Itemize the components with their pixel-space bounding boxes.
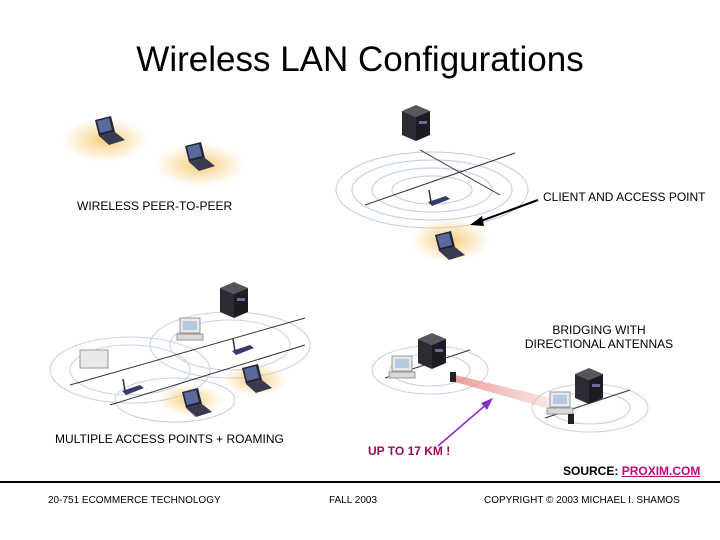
server-icon [402,105,430,141]
printer-icon [79,349,109,369]
desktop-icon [388,355,416,379]
peer-to-peer-label: WIRELESS PEER-TO-PEER [77,199,233,213]
desktop-icon [176,317,204,341]
bridging-label-line2: DIRECTIONAL ANTENNAS [524,337,674,351]
access-point-icon [231,338,255,356]
directional-beam [455,375,560,412]
roaming-diagram [49,282,311,423]
footer-term: FALL 2003 [329,495,378,506]
antenna-icon [450,372,456,382]
desktop-icon [546,391,574,415]
roaming-label: MULTIPLE ACCESS POINTS + ROAMING [55,432,284,446]
bridging-label-line1: BRIDGING WITH [552,323,646,337]
source-prefix: SOURCE: [563,464,619,478]
server-icon [418,333,446,369]
client-access-point-label: CLIENT AND ACCESS POINT [543,190,706,204]
page-title: Wireless LAN Configurations [136,40,584,79]
footer-copyright: COPYRIGHT © 2003 MICHAEL I. SHAMOS [484,495,680,506]
bridging-diagram [371,333,649,447]
peer-to-peer-diagram [63,116,245,187]
server-icon [575,368,603,404]
range-label: UP TO 17 KM ! [368,444,451,458]
antenna-icon [568,414,574,424]
footer-course: 20-751 ECOMMERCE TECHNOLOGY [48,495,221,506]
client-access-point-diagram [335,105,539,262]
source-line: SOURCE: PROXIM.COM [563,464,700,478]
footer-divider [0,481,720,483]
source-link[interactable]: PROXIM.COM [621,464,701,478]
server-icon [220,282,248,318]
